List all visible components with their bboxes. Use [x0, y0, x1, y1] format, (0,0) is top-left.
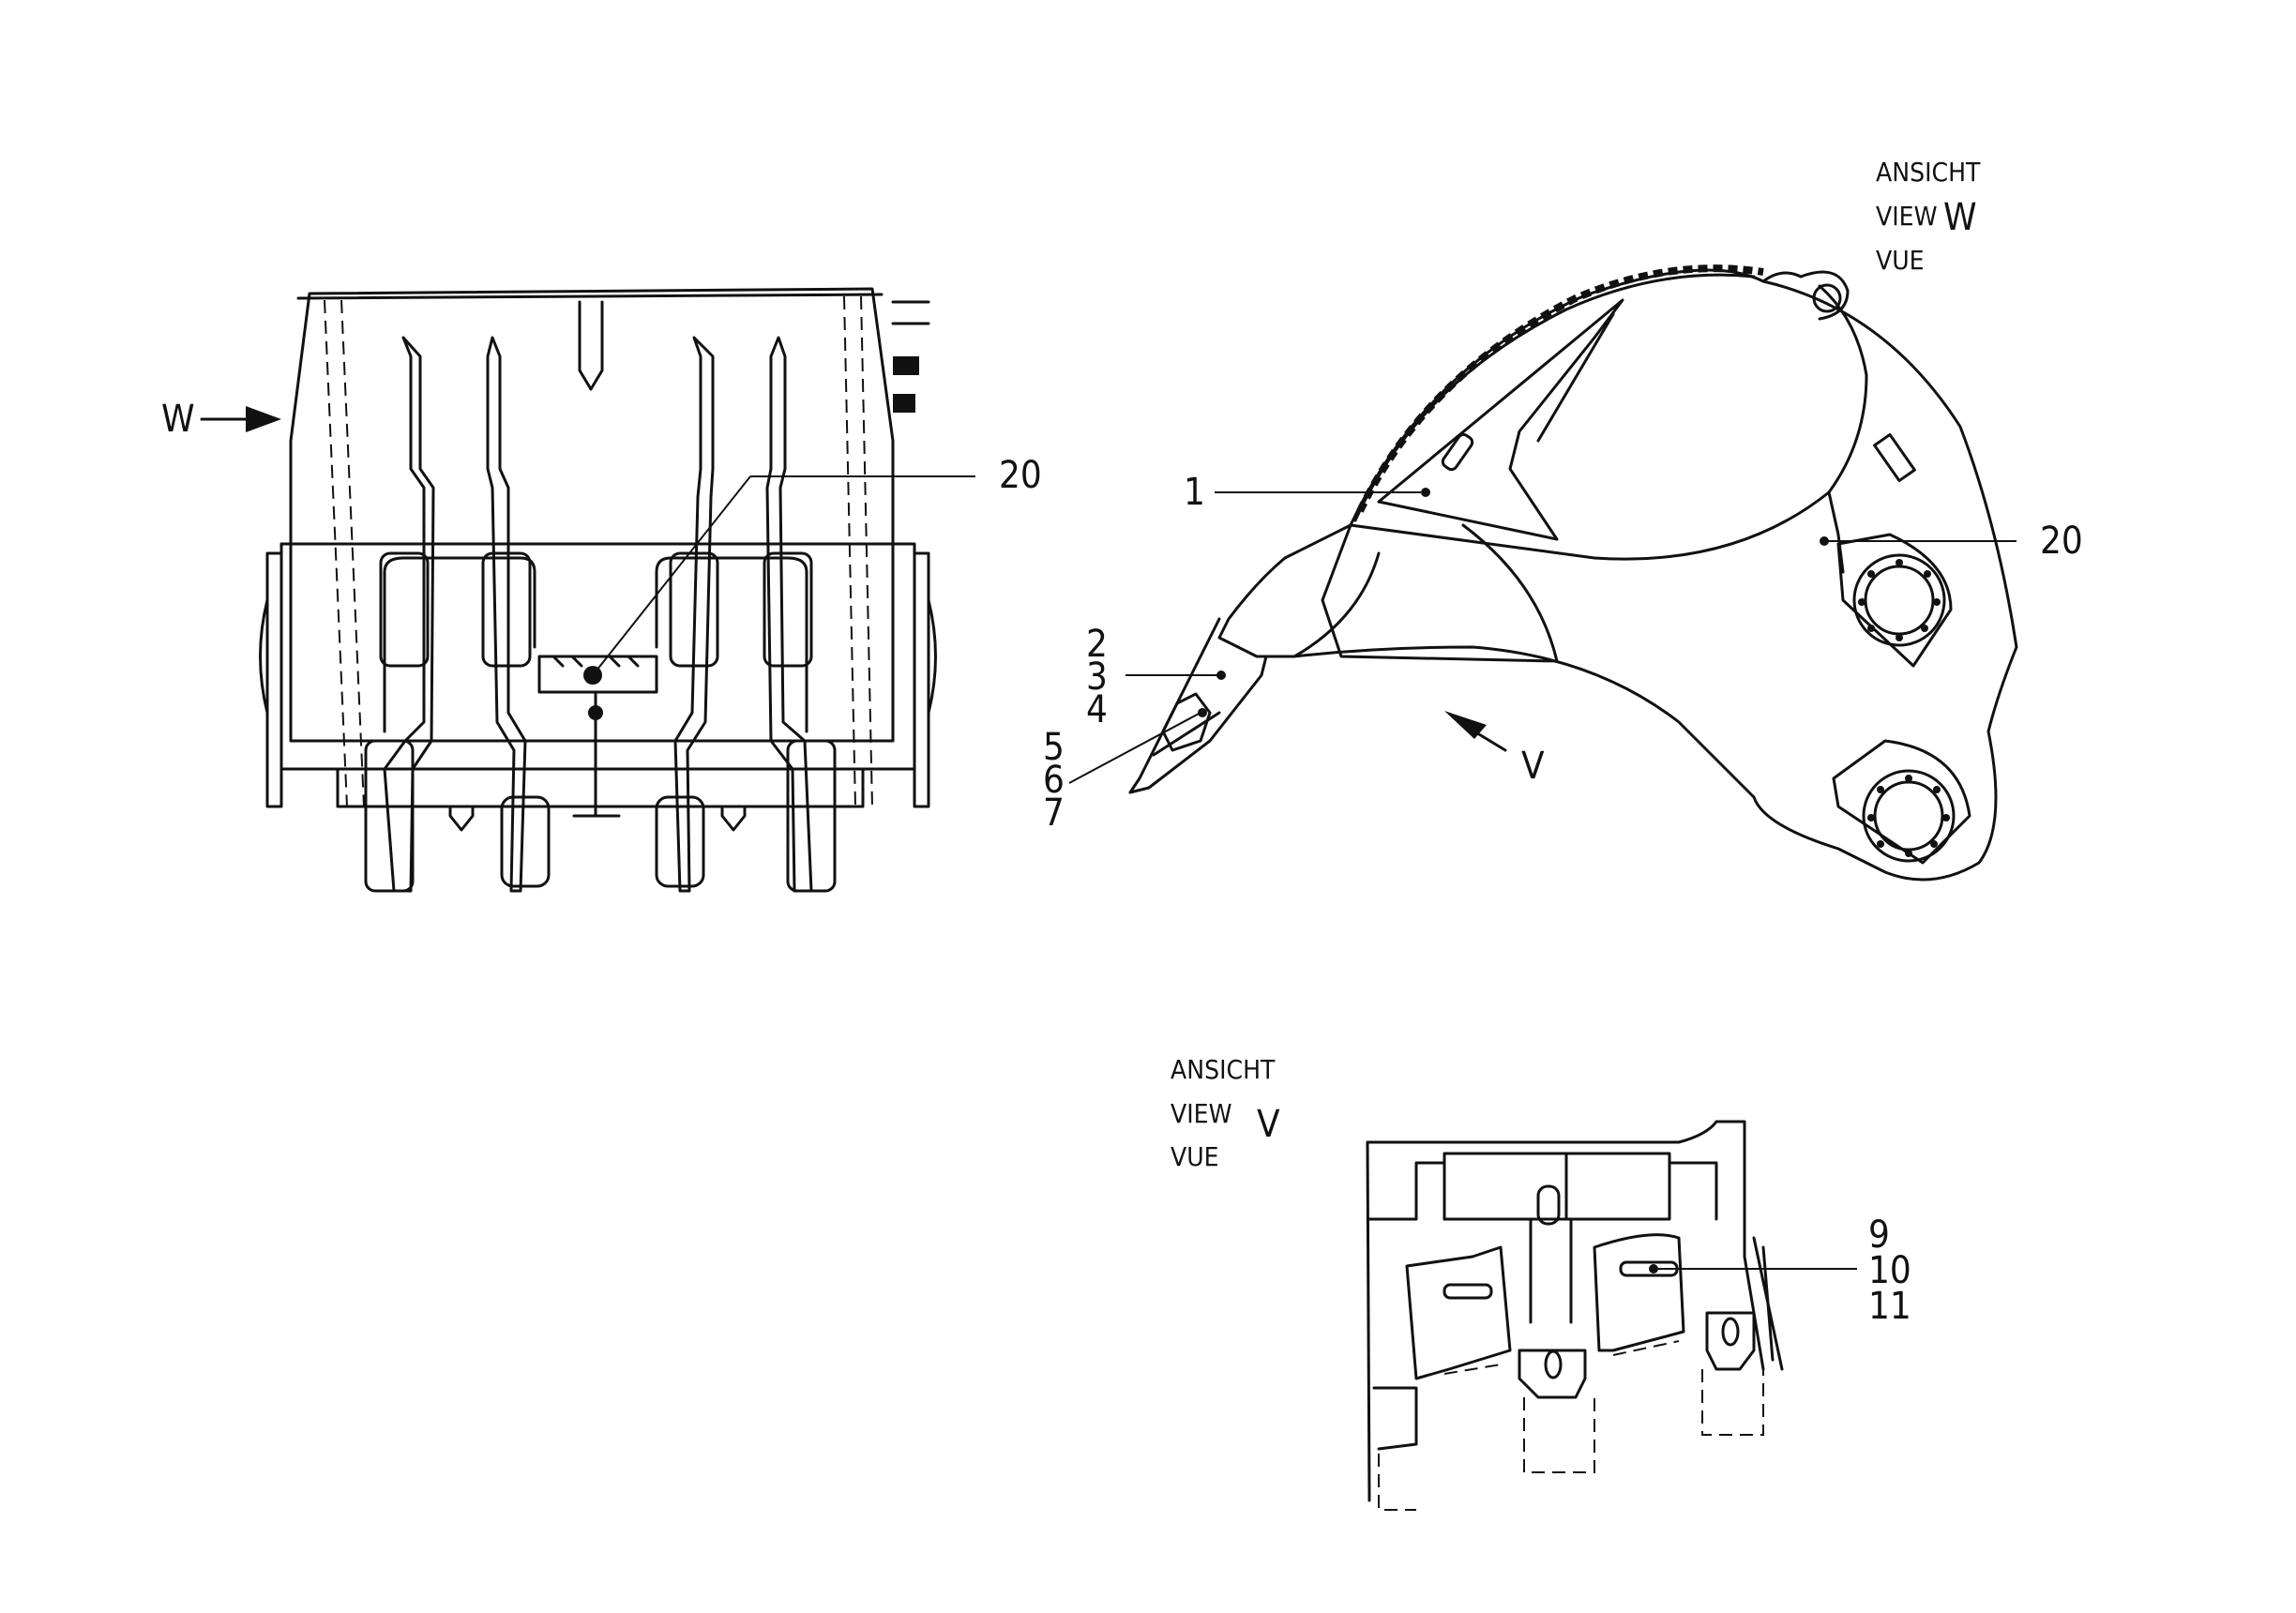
front-callout-20: 20 [999, 454, 1042, 497]
side-callout-2: 2 [1086, 623, 1108, 666]
tooth-column-3 [655, 336, 719, 893]
side-callout-5: 5 [1043, 726, 1065, 769]
side-callout-7: 7 [1043, 791, 1065, 835]
detail-callout-9: 9 [1868, 1214, 1890, 1257]
view-v-line-2: VIEW [1171, 1098, 1232, 1129]
view-w-arrow: W [161, 398, 281, 441]
view-v-line-1: ANSICHT [1171, 1054, 1276, 1085]
view-w-line-3: VUE [1876, 245, 1925, 276]
detail-callout-11: 11 [1868, 1285, 1911, 1328]
detail-callout-10: 10 [1868, 1249, 1911, 1292]
detail-view-v [1366, 1120, 1784, 1511]
view-w-letter: W [1943, 196, 1977, 239]
view-v-arrow: V [1444, 711, 1545, 788]
view-v-label: ANSICHT VIEW V VUE [1171, 1054, 1280, 1172]
tooth-column-2 [481, 336, 551, 893]
view-v-arrow-letter: V [1521, 745, 1545, 788]
tooth-column-4 [763, 336, 837, 893]
view-v-line-3: VUE [1171, 1141, 1219, 1172]
view-w-line-2: VIEW [1876, 201, 1938, 232]
side-callout-4: 4 [1086, 688, 1108, 731]
view-w-label: ANSICHT VIEW W VUE [1876, 157, 1981, 276]
side-callout-20: 20 [2040, 520, 2083, 563]
bucket-side-view [1128, 264, 2018, 882]
view-w-line-1: ANSICHT [1876, 157, 1981, 188]
hinge-boss-upper [1836, 533, 1953, 668]
side-callout-1: 1 [1184, 471, 1205, 514]
tooth-column-1 [364, 336, 435, 893]
view-v-letter: V [1257, 1103, 1280, 1146]
view-w-arrow-letter: W [161, 398, 195, 441]
bucket-front-view [259, 287, 937, 893]
side-callout-6: 6 [1043, 759, 1065, 802]
hinge-boss-lower [1832, 739, 1971, 865]
side-callout-3: 3 [1086, 656, 1108, 699]
